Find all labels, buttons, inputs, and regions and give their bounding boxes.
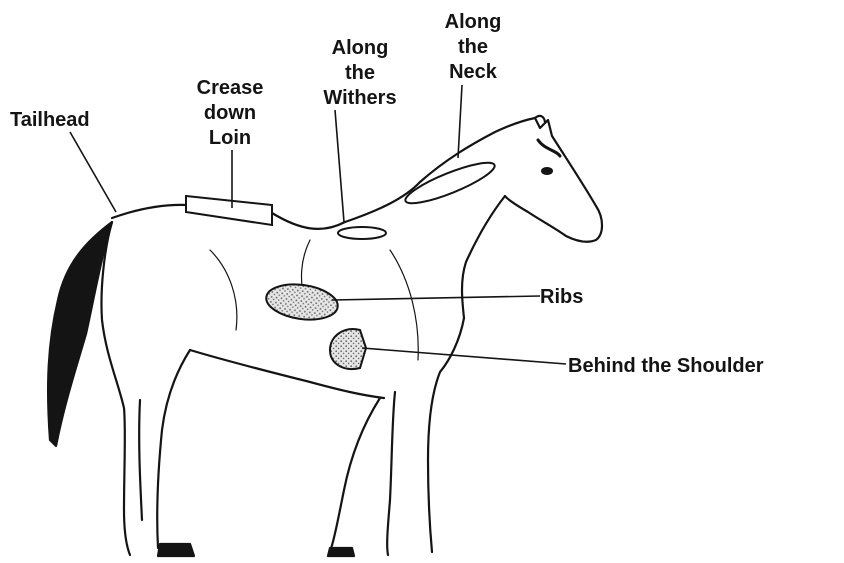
withers-leader [335,110,344,222]
neck-label-line: Along [428,10,518,35]
neck-label-line: Neck [428,60,518,85]
leader-lines [70,85,566,364]
horse-eye [541,167,553,175]
neck-label-line: the [428,35,518,60]
front-leg-inner [387,392,395,555]
tail [48,222,112,446]
behind-the-shoulder-label: Behind the Shoulder [568,354,764,379]
withers-label-line: Withers [305,86,415,111]
crease-label-line: Crease [180,76,280,101]
ribs-region [264,280,340,324]
withers-label-line: Along [305,36,415,61]
horse-throat [462,196,505,318]
tailhead-label: Tailhead [10,108,90,133]
shoulder-region [330,329,366,369]
front-hoof [328,548,354,556]
neck-leader [458,85,462,158]
hind-hoof [158,544,194,556]
hind-leg-inner [139,400,142,520]
ribs-leader [332,296,540,300]
horse-head [505,118,602,242]
hind-leg [157,350,190,548]
withers-region [338,227,386,239]
shoulder-leader [362,348,566,364]
along-the-neck-label: Along the Neck [428,10,518,85]
withers-label-line: the [305,61,415,86]
crease-label-line: down [180,101,280,126]
hind-quarter [101,222,130,555]
ribs-label: Ribs [540,285,583,310]
loin-crease-marker [186,196,272,225]
crease-label-line: Loin [180,126,280,151]
along-the-withers-label: Along the Withers [305,36,415,111]
neck-region [402,156,499,211]
rear-front-leg [330,398,380,552]
crease-down-loin-label: Crease down Loin [180,76,280,151]
muscle-line-2 [390,250,418,360]
muscle-line [210,250,237,330]
tailhead-leader [70,132,116,212]
